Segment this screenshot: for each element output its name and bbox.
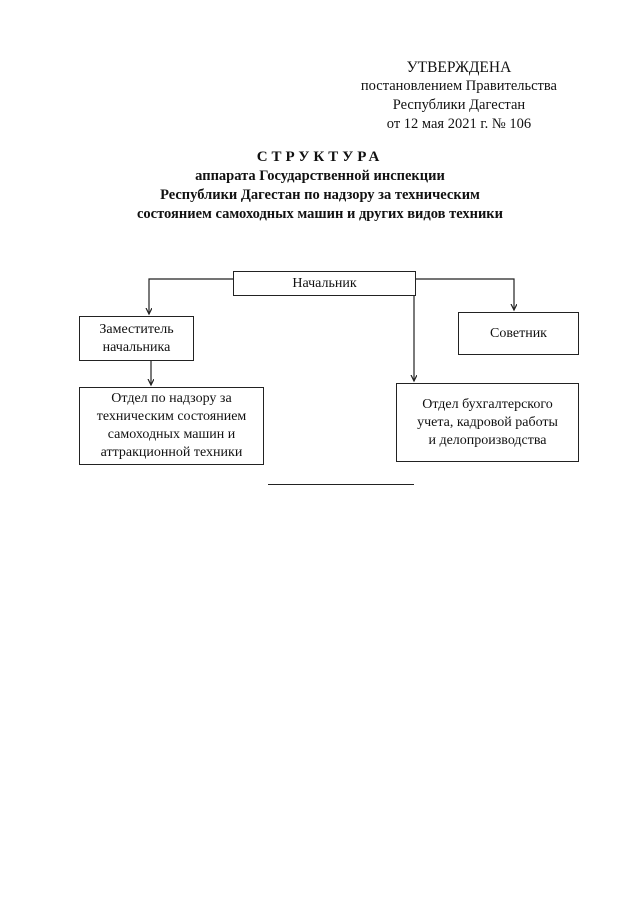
closing-divider <box>268 484 414 485</box>
document-title: СТРУКТУРА аппарата Государственной инспе… <box>0 148 640 224</box>
deputy-label-line-1: Заместитель <box>99 321 174 337</box>
tech-supervision-dept-box: Отдел по надзору за техническим состояни… <box>79 387 264 465</box>
connector-head-advisor <box>416 278 514 310</box>
title-line-3: Республики Дагестан по надзору за технич… <box>160 187 480 203</box>
tech-dept-line-4: аттракционной техники <box>100 445 243 460</box>
approval-date: от 12 мая 2021 г. № 106 <box>386 116 532 132</box>
title-main: СТРУКТУРА <box>256 149 384 165</box>
head-box: Начальник <box>233 271 416 296</box>
head-label: Начальник <box>292 275 357 291</box>
accounting-dept-line-3: и делопроизводства <box>428 432 547 448</box>
approval-authority: Республики Дагестан <box>392 97 526 113</box>
connector-head-deputy <box>149 278 233 314</box>
title-line-2: аппарата Государственной инспекции <box>195 168 445 184</box>
accounting-dept-line-1: Отдел бухгалтерского <box>422 396 553 412</box>
accounting-dept-line-2: учета, кадровой работы <box>417 414 558 430</box>
title-line-4: состоянием самоходных машин и других вид… <box>136 206 504 222</box>
approval-stamp: УТВЕРЖДЕНА постановлением Правительства … <box>361 58 557 134</box>
advisor-box: Советник <box>458 312 579 355</box>
deputy-box: Заместитель начальника <box>79 316 194 361</box>
tech-dept-line-2: техническим состоянием <box>96 409 247 424</box>
tech-dept-line-3: самоходных машин и <box>107 427 236 442</box>
approval-decree: постановлением Правительства <box>360 78 557 94</box>
advisor-label: Советник <box>490 325 547 341</box>
approval-title: УТВЕРЖДЕНА <box>406 59 512 76</box>
deputy-label-line-2: начальника <box>102 339 171 355</box>
tech-dept-line-1: Отдел по надзору за <box>111 391 232 406</box>
accounting-dept-box: Отдел бухгалтерского учета, кадровой раб… <box>396 383 579 462</box>
